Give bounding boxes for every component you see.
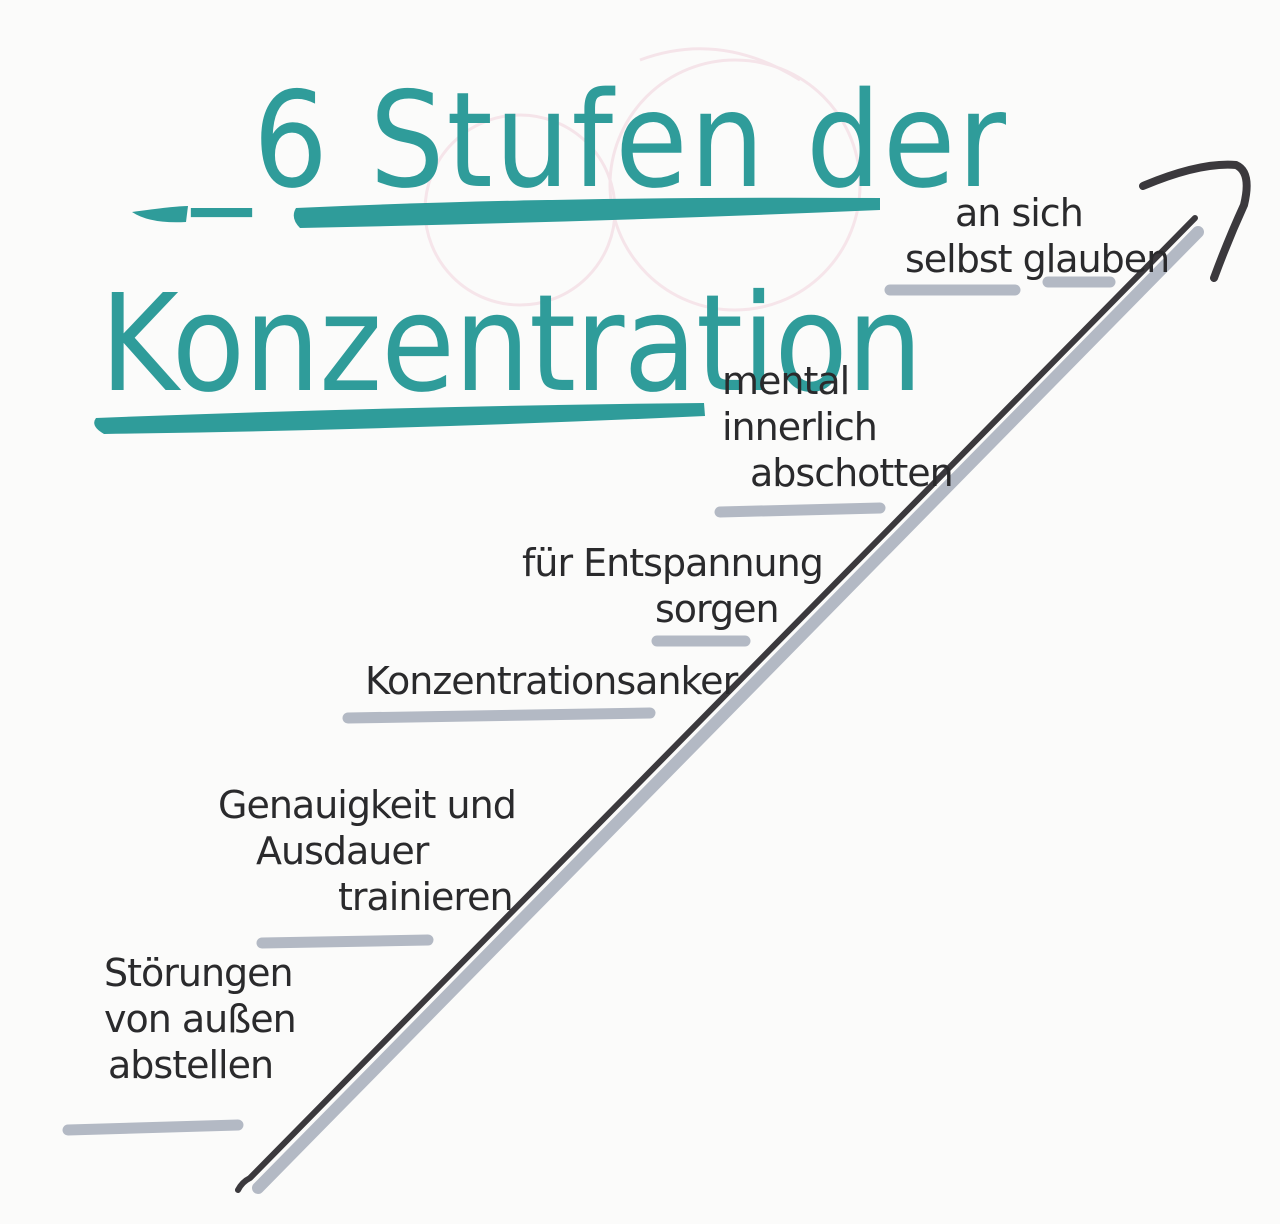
step-5-label: mental innerlich abschotten [722, 358, 954, 496]
step-2-line-3: trainieren [338, 875, 514, 919]
underline-step-2 [256, 934, 434, 949]
step-1-line-3: abstellen [108, 1043, 274, 1087]
underline-step-1 [62, 1119, 244, 1136]
step-underlines [62, 276, 1116, 1136]
title-line-1: _6 Stufen der [192, 62, 1008, 218]
step-5-line-3: abschotten [750, 451, 954, 495]
step-2-label: Genauigkeit und Ausdauer trainieren [218, 782, 517, 920]
step-5-line-2: innerlich [722, 405, 878, 449]
step-4-line-2: sorgen [655, 587, 780, 631]
step-6-label: an sich selbst glauben [905, 190, 1170, 282]
step-6-line-2: selbst glauben [905, 237, 1170, 281]
title-line-2: Konzentration [100, 266, 923, 423]
step-2-line-1: Genauigkeit und [218, 783, 517, 827]
staircase-shadow-line [252, 226, 1204, 1194]
step-6-line-1: an sich [955, 191, 1084, 235]
step-1-label: Störungen von außen abstellen [104, 950, 297, 1088]
title-underlines [94, 197, 880, 434]
step-2-line-2: Ausdauer [256, 829, 429, 873]
step-3-line-1: Konzentrationsanker [365, 659, 738, 703]
title-underline-konzentration [94, 403, 705, 434]
step-5-line-1: mental [722, 359, 850, 403]
title-underline-6 [132, 206, 188, 223]
step-1-line-1: Störungen [104, 951, 294, 995]
title-underline-stufen-der [293, 197, 880, 228]
step-3-label: Konzentrationsanker [365, 658, 738, 704]
step-1-line-2: von außen [104, 997, 297, 1041]
underline-step-3 [342, 707, 656, 724]
diagonal-arrow-up-right-icon [1139, 160, 1251, 282]
step-4-line-1: für Entspannung [522, 541, 824, 585]
step-4-label: für Entspannung sorgen [522, 540, 824, 632]
underline-step-5 [714, 502, 886, 518]
staircase-line [235, 215, 1198, 1193]
